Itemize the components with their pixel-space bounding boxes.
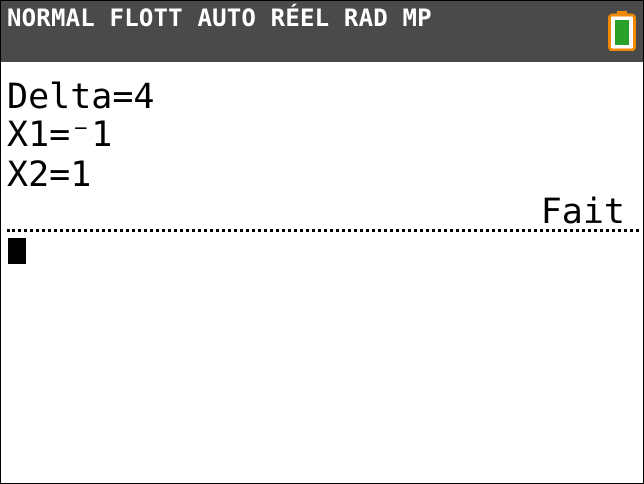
mode-indicators: NORMAL FLOTT AUTO RÉEL RAD MP [7,4,432,32]
input-cursor[interactable] [8,238,26,264]
output-line-delta: Delta=4 [7,77,155,117]
output-line-x1: X1=⁻1 [7,115,113,155]
status-bar: NORMAL FLOTT AUTO RÉEL RAD MP [1,1,643,62]
done-label: Fait [540,192,625,232]
output-divider [7,229,639,232]
battery-icon [608,11,636,51]
output-line-x2: X2=1 [7,155,92,195]
